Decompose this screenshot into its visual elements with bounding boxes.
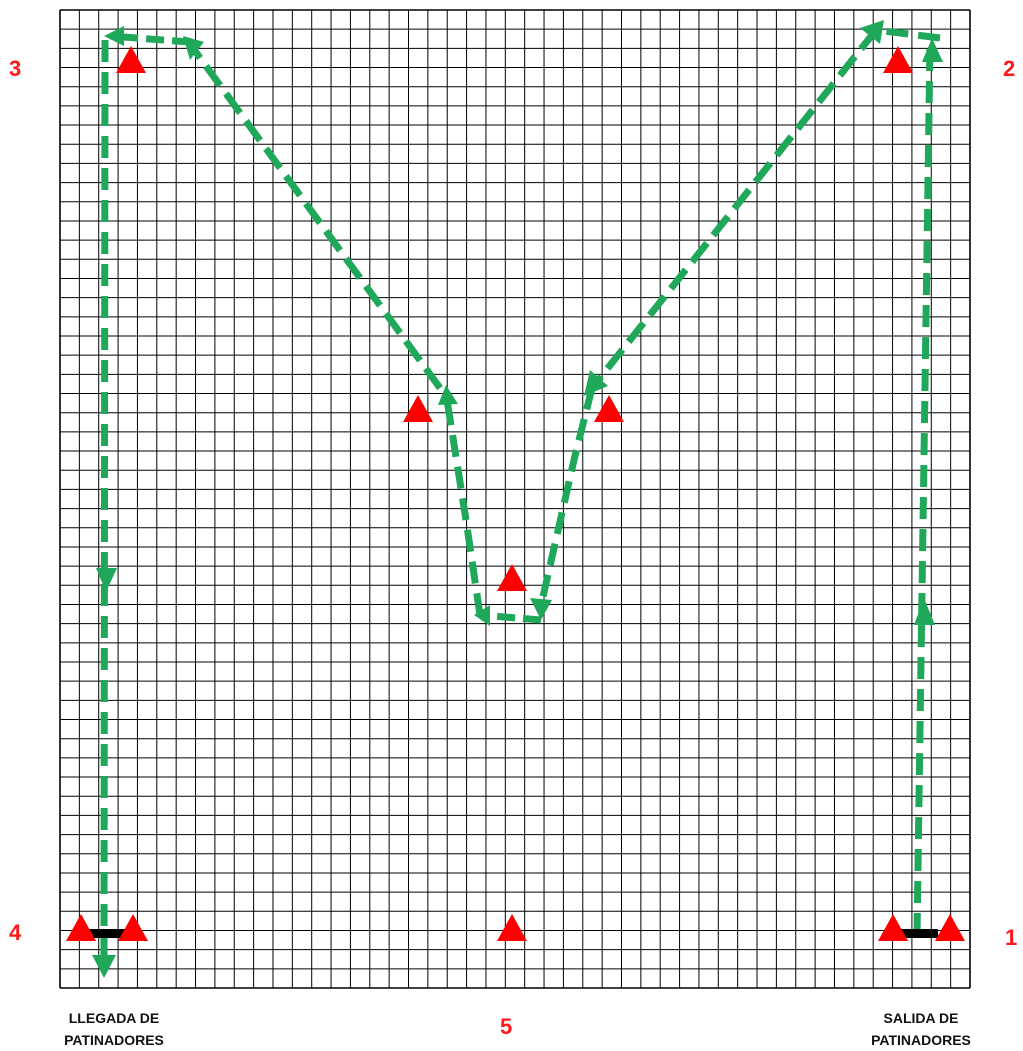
route-segment-valley-bottom xyxy=(479,611,542,624)
start-line-bar xyxy=(896,929,938,938)
cone-icon xyxy=(878,914,908,941)
course-grid xyxy=(59,9,971,989)
cones xyxy=(66,46,965,941)
route-arrow-diagonal-right xyxy=(860,20,884,44)
route-segment-valley-right xyxy=(536,387,596,611)
point-label-1: 1 xyxy=(1005,925,1018,950)
point-label-2: 2 xyxy=(1003,56,1016,81)
cone-icon xyxy=(118,914,148,941)
finish-caption-line2: PATINADORES xyxy=(64,1032,164,1048)
route-arrow-down-left xyxy=(96,568,117,592)
start-caption-line2: PATINADORES xyxy=(871,1032,971,1048)
start-finish-lines xyxy=(88,929,938,938)
route-segment-diagonal-left xyxy=(187,41,443,391)
point-label-3: 3 xyxy=(9,56,22,81)
finish-caption-line1: LLEGADA DE xyxy=(68,1010,160,1026)
cone-icon xyxy=(116,46,146,73)
point-label-4: 4 xyxy=(9,920,22,945)
route-arrow-valley-right xyxy=(530,598,552,620)
route-arrow-up-right-top xyxy=(922,38,943,62)
start-caption-line1: SALIDA DE xyxy=(883,1010,959,1026)
cone-icon xyxy=(403,395,433,422)
finish-line-bar xyxy=(88,929,130,938)
route-arrow-valley-bottom xyxy=(474,605,490,626)
route-arrow-top-left xyxy=(104,26,124,46)
route-arrow-up-right xyxy=(914,598,935,625)
route-segment-top-right xyxy=(875,26,941,42)
cone-icon xyxy=(935,914,965,941)
route-arrow-down-finish xyxy=(92,955,116,978)
route-segment-diagonal-right xyxy=(589,27,879,391)
cone-icon xyxy=(66,914,96,941)
cone-icon xyxy=(883,46,913,73)
skating-route xyxy=(92,20,943,978)
point-label-5: 5 xyxy=(500,1014,513,1039)
cone-icon xyxy=(594,395,624,422)
route-arrow-valley-left xyxy=(438,385,458,405)
route-segment-start-up xyxy=(913,44,934,936)
finish-caption: LLEGADA DE PATINADORES xyxy=(49,1007,179,1051)
route-segment-valley-left xyxy=(443,399,484,616)
start-caption: SALIDA DE PATINADORES xyxy=(856,1007,986,1051)
cone-icon xyxy=(497,914,527,941)
route-segment-finish-down xyxy=(100,39,109,961)
cone-icon xyxy=(497,564,527,591)
